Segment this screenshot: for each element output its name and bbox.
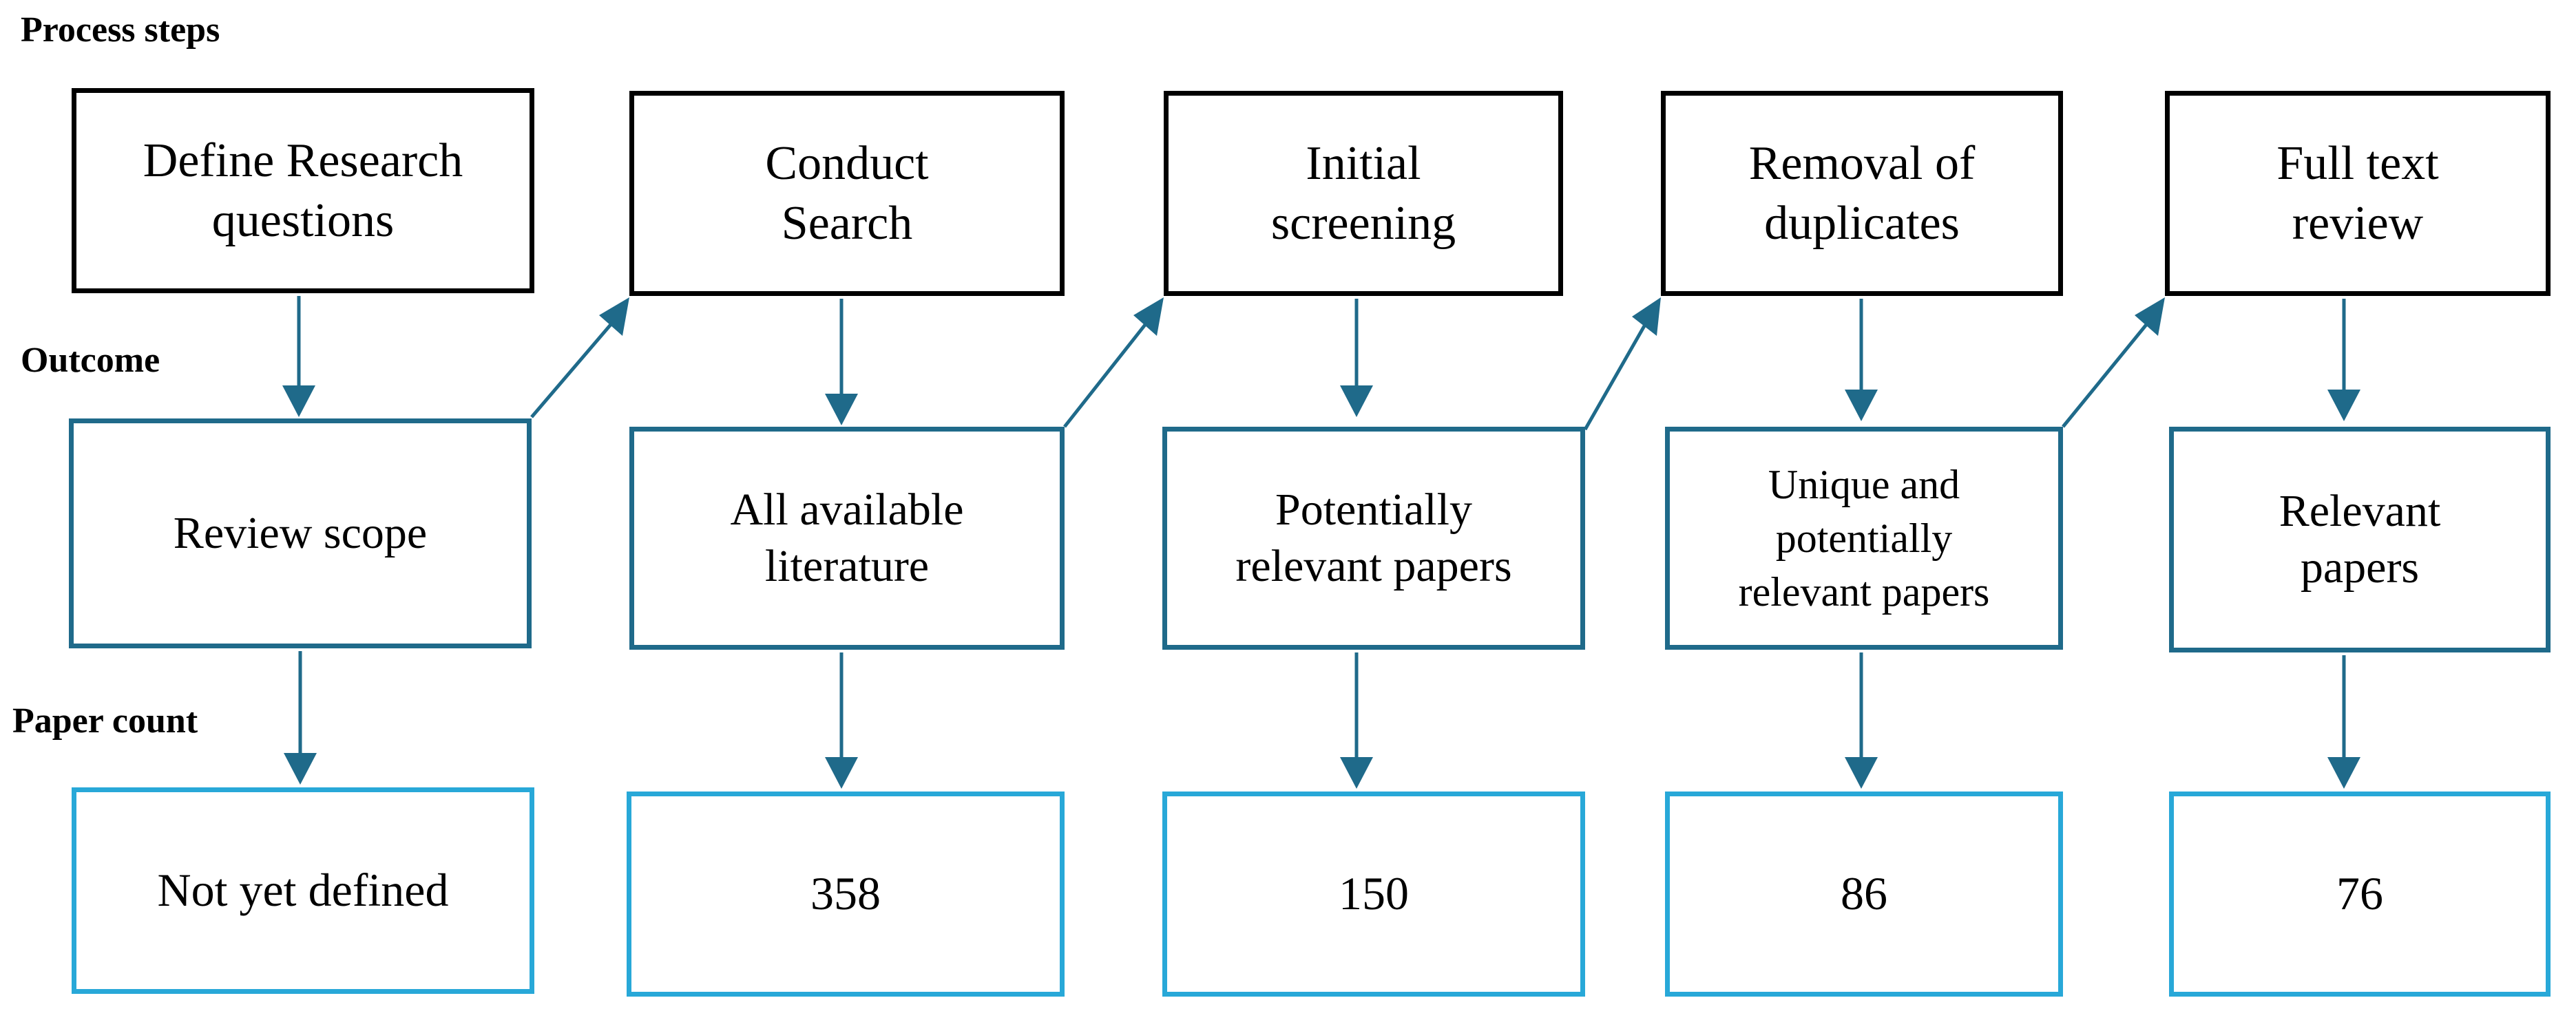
- outcome-box-label: All available literature: [730, 484, 964, 592]
- count-box-value: 86: [1841, 867, 1887, 920]
- outcome-box-potentially-relevant-papers: Potentially relevant papers: [1162, 427, 1585, 650]
- arrow-outcome-to-next-step-3: [1583, 297, 1661, 431]
- arrow-process-to-outcome-2: [825, 299, 858, 425]
- process-box-label: Initial screening: [1270, 136, 1456, 251]
- count-box-not-yet-defined: Not yet defined: [72, 787, 534, 994]
- count-box-value: Not yet defined: [157, 864, 449, 917]
- outcome-box-label: Relevant papers: [2279, 485, 2441, 593]
- process-box-define-research-questions: Define Research questions: [72, 88, 534, 293]
- outcome-box-relevant-papers: Relevant papers: [2169, 427, 2551, 652]
- arrow-process-to-outcome-5: [2327, 299, 2360, 421]
- arrow-outcome-to-next-step-2: [1063, 297, 1164, 428]
- process-box-initial-screening: Initial screening: [1164, 91, 1563, 296]
- arrow-outcome-to-next-step-1: [530, 297, 629, 418]
- arrow-outcome-to-count-1: [284, 651, 317, 785]
- process-box-label: Define Research questions: [143, 134, 463, 248]
- outcome-box-label: Unique and potentially relevant papers: [1738, 462, 1990, 615]
- arrow-process-to-outcome-4: [1845, 299, 1878, 421]
- count-box-358: 358: [627, 792, 1065, 997]
- outcome-box-review-scope: Review scope: [69, 418, 532, 648]
- outcome-box-unique-potentially-relevant-papers: Unique and potentially relevant papers: [1665, 427, 2063, 650]
- count-box-value: 358: [810, 867, 881, 920]
- arrow-process-to-outcome-3: [1340, 299, 1373, 417]
- process-box-label: Removal of duplicates: [1748, 136, 1976, 251]
- count-box-value: 150: [1339, 867, 1409, 920]
- count-box-150: 150: [1162, 792, 1585, 997]
- row-label-paper-count: Paper count: [12, 701, 198, 741]
- arrow-outcome-to-count-5: [2327, 655, 2360, 789]
- process-box-label: Conduct Search: [765, 136, 929, 251]
- arrow-outcome-to-next-step-4: [2062, 297, 2165, 428]
- process-box-label: Full text review: [2276, 136, 2439, 251]
- process-box-conduct-search: Conduct Search: [629, 91, 1065, 296]
- process-box-removal-of-duplicates: Removal of duplicates: [1661, 91, 2063, 296]
- arrow-outcome-to-count-4: [1845, 652, 1878, 789]
- arrow-process-to-outcome-1: [282, 296, 315, 417]
- outcome-box-all-available-literature: All available literature: [629, 427, 1065, 650]
- row-label-outcome: Outcome: [21, 341, 160, 380]
- count-box-76: 76: [2169, 792, 2551, 997]
- outcome-box-label: Potentially relevant papers: [1235, 484, 1512, 592]
- arrow-outcome-to-count-3: [1340, 652, 1373, 789]
- arrow-outcome-to-count-2: [825, 652, 858, 789]
- outcome-box-label: Review scope: [173, 507, 428, 558]
- process-box-full-text-review: Full text review: [2165, 91, 2551, 296]
- row-label-process-steps: Process steps: [21, 10, 220, 50]
- count-box-86: 86: [1665, 792, 2063, 997]
- count-box-value: 76: [2336, 867, 2383, 920]
